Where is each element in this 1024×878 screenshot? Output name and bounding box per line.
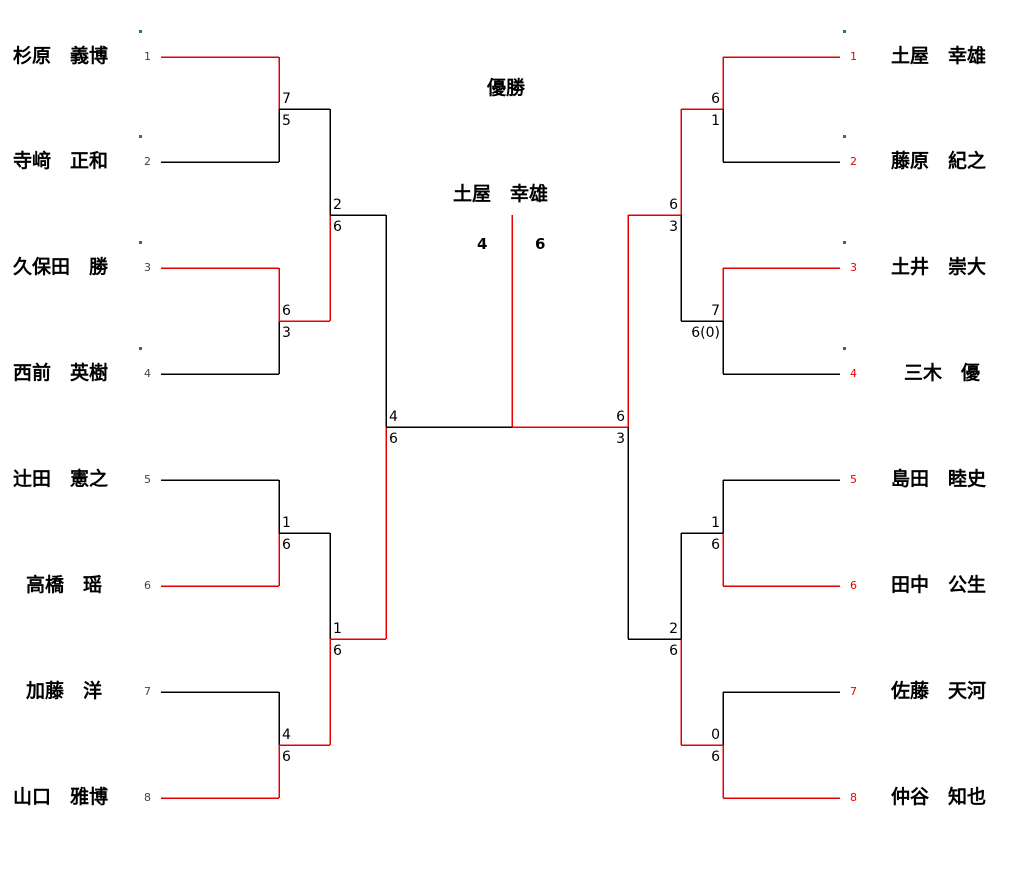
left-player-5-name: 辻田 憲之	[13, 468, 109, 490]
right-player-3-seed: 3	[850, 261, 857, 274]
left-player-6-name: 高橋 瑶	[26, 574, 103, 596]
left-player-4-mark-icon	[139, 347, 142, 350]
right-player-7-name: 佐藤 天河	[891, 680, 987, 702]
right-r2-score-top-1: 6	[669, 197, 678, 213]
left-r1-score-bottom-2: 3	[282, 325, 291, 341]
right-r1-score-bottom-4: 6	[711, 749, 720, 765]
right-r2-score-top-2: 2	[669, 621, 678, 637]
left-player-3-mark-icon	[139, 241, 142, 244]
right-player-7-seed: 7	[850, 685, 857, 698]
left-player-5-seed: 5	[144, 473, 151, 486]
left-player-3-seed: 3	[144, 261, 151, 274]
right-player-2-seed: 2	[850, 155, 857, 168]
left-r1-score-top-4: 4	[282, 727, 291, 743]
right-player-4-name: 三木 優	[904, 362, 981, 384]
right-r1-score-bottom-1: 1	[711, 113, 720, 129]
left-r2-score-top-1: 2	[333, 197, 342, 213]
right-r1-score-top-3: 1	[711, 515, 720, 531]
right-r1-score-bottom-2: 6(0)	[691, 325, 720, 341]
left-r1-score-bottom-4: 6	[282, 749, 291, 765]
right-r2-score-bottom-1: 3	[669, 219, 678, 235]
right-r3-score-top: 6	[616, 409, 625, 425]
right-r2-score-bottom-2: 6	[669, 643, 678, 659]
right-r1-score-top-1: 6	[711, 91, 720, 107]
right-player-6-seed: 6	[850, 579, 857, 592]
left-r1-score-bottom-1: 5	[282, 113, 291, 129]
right-r1-score-bottom-3: 6	[711, 537, 720, 553]
left-player-2-mark-icon	[139, 135, 142, 138]
champion-name: 土屋 幸雄	[453, 183, 549, 205]
final-score-left: 4	[477, 235, 488, 253]
right-player-4-seed: 4	[850, 367, 857, 380]
right-player-4-mark-icon	[843, 347, 846, 350]
right-player-8-name: 仲谷 知也	[891, 786, 987, 808]
left-r2-score-bottom-1: 6	[333, 219, 342, 235]
left-player-1-mark-icon	[139, 30, 142, 33]
left-player-1-seed: 1	[144, 50, 151, 63]
left-player-1-name: 杉原 義博	[13, 45, 109, 67]
left-r2-score-top-2: 1	[333, 621, 342, 637]
left-r1-score-top-2: 6	[282, 303, 291, 319]
right-player-1-seed: 1	[850, 50, 857, 63]
left-player-4-name: 西前 英樹	[13, 362, 109, 384]
right-player-3-name: 土井 崇大	[891, 256, 987, 278]
right-player-2-mark-icon	[843, 135, 846, 138]
left-r1-score-top-1: 7	[282, 91, 291, 107]
right-r3-score-bottom: 3	[616, 431, 625, 447]
left-r3-score-top: 4	[389, 409, 398, 425]
championship-title: 優勝	[487, 77, 526, 99]
left-player-4-seed: 4	[144, 367, 151, 380]
left-player-2-seed: 2	[144, 155, 151, 168]
right-player-1-name: 土屋 幸雄	[891, 45, 987, 67]
right-r1-score-top-2: 7	[711, 303, 720, 319]
right-player-2-name: 藤原 紀之	[891, 150, 987, 172]
right-player-8-seed: 8	[850, 791, 857, 804]
right-player-6-name: 田中 公生	[891, 574, 987, 596]
final-score-right: 6	[535, 235, 546, 253]
left-player-7-name: 加藤 洋	[26, 680, 103, 702]
right-player-1-mark-icon	[843, 30, 846, 33]
right-player-5-name: 島田 睦史	[891, 468, 987, 490]
right-player-5-seed: 5	[850, 473, 857, 486]
left-player-6-seed: 6	[144, 579, 151, 592]
left-player-3-name: 久保田 勝	[13, 256, 109, 278]
left-r1-score-bottom-3: 6	[282, 537, 291, 553]
left-r3-score-bottom: 6	[389, 431, 398, 447]
left-player-8-seed: 8	[144, 791, 151, 804]
right-r1-score-top-4: 0	[711, 727, 720, 743]
right-player-3-mark-icon	[843, 241, 846, 244]
left-r1-score-top-3: 1	[282, 515, 291, 531]
left-r2-score-bottom-2: 6	[333, 643, 342, 659]
left-player-7-seed: 7	[144, 685, 151, 698]
left-player-2-name: 寺﨑 正和	[13, 150, 109, 172]
left-player-8-name: 山口 雅博	[13, 786, 109, 808]
